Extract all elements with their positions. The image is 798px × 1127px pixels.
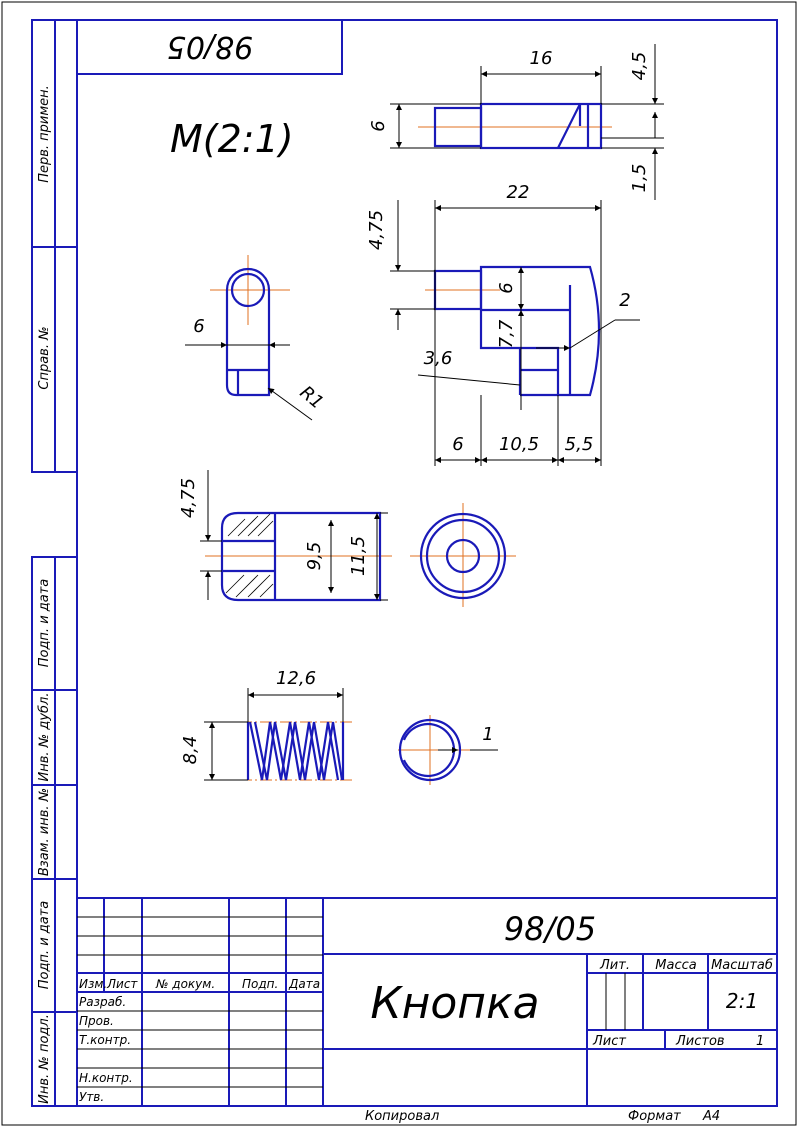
dim-mid-36: 3,6 [424,348,453,369]
margin-podp-data-1: Подп. и дата [37,579,52,668]
margin-vzam-inv: Взам. инв. № [37,788,52,876]
view-cap-end [410,503,516,607]
view-plunger-side: 6 R1 [185,255,328,421]
tb-lit: Лит. [599,958,630,973]
dim-cap-475: 4,75 [178,478,199,518]
dim-side-6: 6 [193,316,204,337]
dim-mid-b6: 6 [452,434,463,455]
dim-mid-77: 7,7 [496,319,517,348]
dim-cap-115: 11,5 [348,536,369,576]
part-name: Кнопка [370,978,539,1029]
view-plunger-front: 22 4,75 6 7,7 2 3,6 6 10,5 5,5 [366,182,640,466]
view-spring: 12,6 8,4 [180,668,352,781]
footer-format-label: Формат [628,1109,681,1124]
tb-col-data: Дата [288,977,320,991]
tb-sheet-label: Лист [592,1034,626,1049]
tb-utv: Утв. [79,1090,104,1104]
title-block: Изм. Лист № докум. Подп. Дата Разраб. Пр… [77,897,777,1106]
dim-mid-b105: 10,5 [499,434,539,455]
drawing-number-rotated: 98/05 [167,29,253,64]
dim-cap-95: 9,5 [304,542,325,571]
tb-tkontr: Т.контр. [79,1033,131,1047]
tb-col-podp: Подп. [242,977,278,991]
margin-podp-data-2: Подп. и дата [37,901,52,990]
dim-mid-2: 2 [619,290,630,311]
dim-mid-b55: 5,5 [565,434,594,455]
tb-razrab: Разраб. [79,995,126,1009]
dim-mid-475: 4,75 [366,210,387,250]
margin-inv-podl: Инв. № подл. [37,1014,52,1104]
margin-perv-primen: Перв. примен. [37,85,52,183]
dim-spring-len: 12,6 [276,668,316,689]
tb-col-izm: Изм. [79,977,107,991]
margin-sprav-no: Справ. № [37,326,52,389]
tb-nkontr: Н.контр. [79,1071,133,1085]
dim-top-45: 4,5 [629,52,650,81]
tb-masshtab: Масштаб [711,958,773,973]
view-spring-end: 1 [398,715,498,785]
view-cap-section: 4,75 9,5 11,5 [178,470,392,602]
tb-col-list: Лист [106,977,138,991]
top-number-box: 98/05 [76,19,343,75]
drawing-number: 98/05 [504,910,596,948]
dim-spring-dia: 8,4 [180,736,201,765]
scale-note: M(2:1) [170,117,294,161]
tb-col-doc: № докум. [155,977,215,991]
dim-mid-len: 22 [507,182,530,203]
tb-scale-value: 2:1 [726,989,758,1013]
dim-wire: 1 [482,724,493,745]
view-plunger-top: 16 6 4,5 1,5 [368,44,664,200]
margin-inv-dubl: Инв. № дубл. [37,693,52,782]
dim-top-dia: 6 [368,120,389,131]
dim-mid-d6: 6 [496,282,517,293]
dim-top-len: 16 [530,48,553,69]
tb-prov: Пров. [79,1014,114,1028]
footer-kopiroval: Копировал [365,1109,439,1124]
tb-sheets-label: Листов [675,1034,725,1049]
dim-side-r1: R1 [296,382,328,413]
dim-top-15: 1,5 [629,164,650,193]
tb-sheets-value: 1 [756,1034,764,1049]
tb-massa: Масса [655,958,696,973]
footer-format-value: A4 [702,1109,720,1124]
left-margin-strip: Перв. примен. Справ. № Подп. и дата Инв.… [31,19,78,1107]
